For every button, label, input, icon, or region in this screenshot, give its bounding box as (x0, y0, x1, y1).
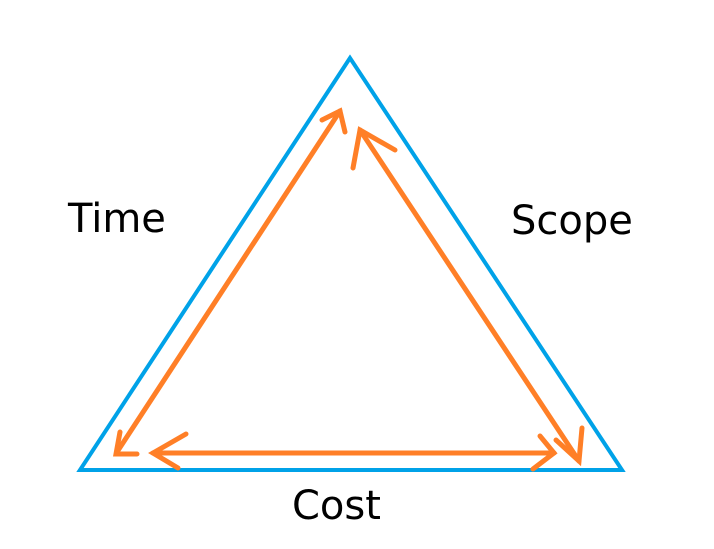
time-double-arrow (113, 107, 348, 457)
triangle-outline (76, 54, 626, 472)
scope-double-arrow (350, 126, 585, 467)
cost-double-arrow (148, 431, 558, 472)
scope-label: Scope (511, 198, 633, 244)
time-label: Time (68, 196, 166, 242)
cost-label: Cost (292, 483, 381, 529)
